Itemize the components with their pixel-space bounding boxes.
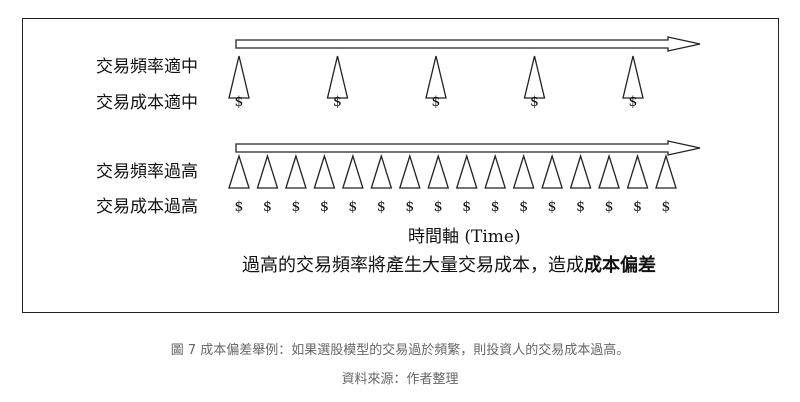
trade-triangle [655,153,677,189]
trade-triangle [484,153,507,189]
conclusion-text: 過高的交易頻率將產生大量交易成本，造成 [242,255,584,276]
cost-dollar: $ [263,199,272,215]
cost-dollar: $ [519,199,528,215]
cost-dollar: $ [434,199,443,215]
trade-triangle [313,153,336,189]
cost-dollar: $ [348,199,357,215]
trade-triangle [256,153,279,189]
trade-triangle [427,153,450,189]
figure-source: 資料來源：作者整理 [341,372,459,387]
trade-triangle [622,55,644,99]
cost-dollar: $ [629,94,638,110]
cost-dollar: $ [432,94,441,110]
trade-triangle [523,55,546,99]
trade-triangle [569,153,592,189]
cost-dollar: $ [662,199,671,215]
cost-dollar: $ [576,199,585,215]
trade-triangle [425,55,447,99]
trade-triangle [341,153,364,189]
diagram-frame [22,18,779,313]
trade-triangle [512,153,535,189]
cost-dollar: $ [548,199,557,215]
conclusion: 過高的交易頻率將產生大量交易成本，造成成本偏差 [242,251,656,277]
row1-freq-label: 交易頻率適中 [96,57,198,77]
cost-dollar: $ [235,94,244,110]
cost-dollar: $ [320,199,329,215]
figure-caption: 圖 7 成本偏差舉例：如果選股模型的交易過於頻繁，則投資人的交易成本過高。 [170,343,630,358]
trade-triangle [541,153,564,189]
trade-triangle [455,153,478,189]
trade-triangle [370,153,393,189]
row1-cost-label: 交易成本適中 [96,93,198,113]
row2-freq-label: 交易頻率過高 [96,162,198,182]
trade-triangle [398,153,421,189]
cost-dollar: $ [530,94,539,110]
trade-triangle [228,55,250,99]
trade-triangle [326,55,349,99]
cost-dollar: $ [235,199,244,215]
trade-triangle [626,153,649,189]
trade-triangle [228,153,250,189]
cost-dollar: $ [291,199,300,215]
cost-dollar: $ [377,199,386,215]
timeline-arrow [235,36,701,52]
cost-dollar: $ [633,199,642,215]
axis-label: 時間軸 (Time) [408,227,521,247]
cost-dollar: $ [405,199,414,215]
trade-triangle [285,153,307,189]
cost-dollar: $ [333,94,342,110]
timeline-arrow [235,140,701,156]
conclusion-bold: 成本偏差 [584,255,656,276]
cost-dollar: $ [491,199,500,215]
cost-dollar: $ [605,199,614,215]
cost-dollar: $ [462,199,471,215]
trade-triangle [598,153,620,189]
row2-cost-label: 交易成本過高 [96,197,198,217]
